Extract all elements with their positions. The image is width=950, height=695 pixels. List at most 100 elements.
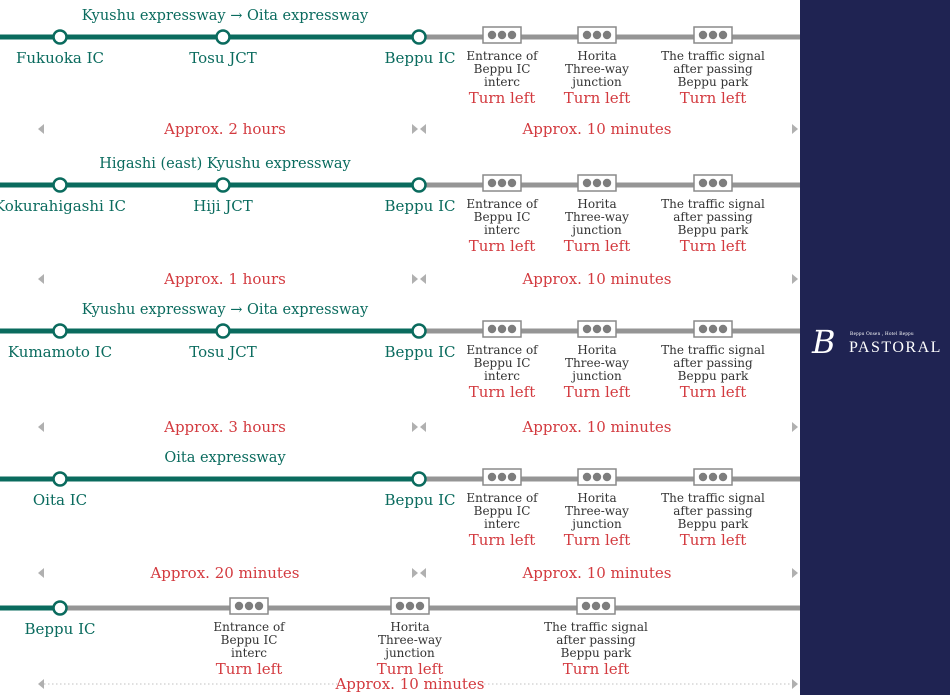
arrow-left-icon <box>38 679 44 689</box>
signal-light <box>497 472 507 482</box>
signal-light <box>581 601 591 611</box>
interchange-label: Beppu IC <box>385 49 456 67</box>
turn-instruction: Turn left <box>469 383 536 401</box>
turn-instruction: Turn left <box>377 660 444 678</box>
signal-light <box>507 472 517 482</box>
turn-instruction: Turn left <box>680 237 747 255</box>
interchange-label: Fukuoka IC <box>16 49 104 67</box>
turn-instruction: Turn left <box>469 531 536 549</box>
signal-light <box>582 324 592 334</box>
signal-light <box>487 472 497 482</box>
duration-label: Approx. 20 minutes <box>149 564 299 582</box>
signal-light <box>415 601 425 611</box>
arrow-left-icon <box>38 274 44 284</box>
duration-label: Approx. 10 minutes <box>521 418 671 436</box>
arrow-right-icon <box>792 422 798 432</box>
signal-light <box>708 324 718 334</box>
sidebar-panel <box>800 0 950 695</box>
split-arrow-icon <box>412 422 426 432</box>
interchange-label: Kumamoto IC <box>8 343 112 361</box>
signal-light <box>395 601 405 611</box>
signal-light <box>601 601 611 611</box>
signal-light <box>254 601 264 611</box>
interchange-node <box>215 323 231 339</box>
signal-light <box>487 30 497 40</box>
signal-location-label: Horita <box>577 197 616 211</box>
signal-location-label: Entrance of <box>466 343 539 357</box>
interchange-node <box>411 323 427 339</box>
signal-location-label: Horita <box>390 620 429 634</box>
duration-label-bg <box>340 675 480 692</box>
signal-location-label: after passing <box>673 210 753 224</box>
signal-location-label: Beppu park <box>678 75 749 89</box>
traffic-signal-icon <box>482 174 522 192</box>
brand-subtitle: Beppu Onsen , Hotel Beppu <box>850 332 914 337</box>
interchange-label: Beppu IC <box>385 343 456 361</box>
signal-location-label: junction <box>383 646 435 660</box>
interchange-label: Hiji JCT <box>193 197 253 215</box>
signal-location-label: Beppu IC <box>221 633 278 647</box>
signal-light <box>708 178 718 188</box>
signal-location-label: interc <box>484 75 520 89</box>
interchange-label: Kokurahigashi IC <box>0 197 126 215</box>
duration-label: Approx. 10 minutes <box>334 675 484 693</box>
interchange-label: Beppu IC <box>25 620 96 638</box>
duration-label: Approx. 10 minutes <box>521 120 671 138</box>
signal-light <box>698 178 708 188</box>
signal-location-label: junction <box>570 369 622 383</box>
signal-location-label: interc <box>484 517 520 531</box>
signal-location-label: The traffic signal <box>661 197 765 211</box>
arrow-right-icon <box>792 568 798 578</box>
arrow-left-icon <box>38 422 44 432</box>
signal-location-label: Three-way <box>565 210 629 224</box>
interchange-label: Tosu JCT <box>189 343 257 361</box>
signal-light <box>592 324 602 334</box>
arrow-right-icon <box>792 274 798 284</box>
traffic-signal-icon <box>577 26 617 44</box>
turn-instruction: Turn left <box>680 383 747 401</box>
interchange-node <box>411 471 427 487</box>
traffic-signal-icon <box>693 468 733 486</box>
interchange-node <box>215 177 231 193</box>
expressway-name: Kyushu expressway → Oita expressway <box>82 8 369 24</box>
traffic-signal-icon <box>577 468 617 486</box>
signal-location-label: after passing <box>673 504 753 518</box>
traffic-signal-icon <box>577 320 617 338</box>
brand-name: PASTORAL <box>849 339 942 356</box>
interchange-node <box>52 600 68 616</box>
interchange-node <box>411 29 427 45</box>
duration-label: Approx. 10 minutes <box>521 564 671 582</box>
signal-location-label: Beppu IC <box>474 356 531 370</box>
signal-light <box>698 30 708 40</box>
arrow-right-icon <box>792 679 798 689</box>
split-arrow-icon <box>412 274 426 284</box>
turn-instruction: Turn left <box>563 660 630 678</box>
signal-light <box>582 178 592 188</box>
split-arrow-icon <box>412 568 426 578</box>
interchange-node <box>52 471 68 487</box>
signal-light <box>708 472 718 482</box>
signal-location-label: Beppu park <box>678 223 749 237</box>
turn-instruction: Turn left <box>216 660 283 678</box>
signal-light <box>507 324 517 334</box>
signal-location-label: junction <box>570 223 622 237</box>
signal-location-label: junction <box>570 75 622 89</box>
signal-light <box>602 30 612 40</box>
duration-label: Approx. 3 hours <box>163 418 286 436</box>
signal-light <box>591 601 601 611</box>
signal-light <box>234 601 244 611</box>
interchange-label: Beppu IC <box>385 197 456 215</box>
signal-light <box>405 601 415 611</box>
signal-light <box>718 472 728 482</box>
turn-instruction: Turn left <box>564 237 631 255</box>
signal-location-label: The traffic signal <box>661 343 765 357</box>
traffic-signal-icon <box>482 26 522 44</box>
signal-light <box>507 178 517 188</box>
signal-location-label: Three-way <box>565 504 629 518</box>
turn-instruction: Turn left <box>564 89 631 107</box>
signal-location-label: interc <box>484 369 520 383</box>
signal-location-label: Entrance of <box>466 49 539 63</box>
expressway-name: Kyushu expressway → Oita expressway <box>82 302 369 318</box>
traffic-signal-icon <box>693 174 733 192</box>
turn-instruction: Turn left <box>564 383 631 401</box>
